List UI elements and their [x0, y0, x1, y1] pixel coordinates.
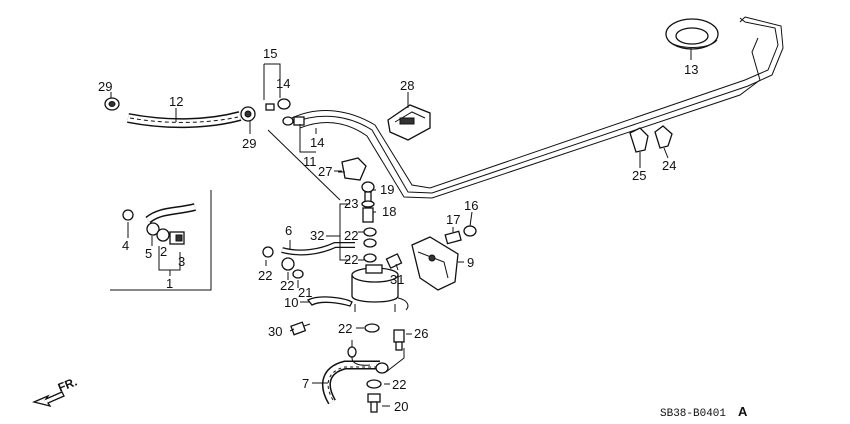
drawing-code-suffix: A — [738, 404, 748, 419]
callout-16: 16 — [464, 198, 478, 213]
callout-31: 31 — [390, 272, 404, 287]
drawing-code: SB38-B0401 — [660, 408, 726, 420]
callout-18: 18 — [382, 204, 396, 219]
callout-32: 32 — [310, 228, 324, 243]
callout-19: 19 — [380, 182, 394, 197]
callout-22: 22 — [338, 321, 352, 336]
callout-22: 22 — [344, 228, 358, 243]
callout-25: 25 — [632, 168, 646, 183]
callout-labels: 29 12 29 15 14 14 11 13 28 25 24 27 19 1… — [56, 46, 748, 420]
clip-25 — [629, 127, 649, 168]
inset-filter-connection — [110, 190, 212, 291]
hose-clamp-29-right — [240, 106, 256, 122]
callout-22: 22 — [258, 268, 272, 283]
front-direction-arrow — [31, 391, 65, 408]
callout-2: 2 — [160, 244, 167, 259]
leader-diagonal — [267, 129, 341, 201]
callout-10: 10 — [284, 295, 298, 310]
callout-15: 15 — [263, 46, 277, 61]
leader-lines — [110, 48, 692, 407]
hose-clamp-29-left — [104, 97, 120, 111]
callout-12: 12 — [169, 94, 183, 109]
callout-1: 1 — [166, 276, 173, 291]
callout-27: 27 — [318, 164, 332, 179]
clip-28 — [387, 104, 431, 141]
callout-4: 4 — [122, 238, 129, 253]
callout-28: 28 — [400, 78, 414, 93]
callout-11: 11 — [303, 154, 317, 169]
fuel-hose-12 — [127, 111, 242, 129]
callout-7: 7 — [302, 376, 309, 391]
seal-washer-14-upper — [265, 98, 291, 111]
callout-23: 23 — [344, 196, 358, 211]
callout-13: 13 — [684, 62, 698, 77]
clip-24 — [654, 125, 673, 159]
fuel-filter-assembly — [262, 181, 477, 312]
front-direction-label: FR. — [56, 375, 79, 395]
callout-29: 29 — [98, 79, 112, 94]
fuel-hose-7 — [290, 321, 405, 413]
callout-24: 24 — [662, 158, 676, 173]
callout-22: 22 — [280, 278, 294, 293]
fuel-feed-pipes — [291, 16, 784, 199]
callout-30: 30 — [268, 324, 282, 339]
clip-27 — [338, 157, 367, 181]
callout-3: 3 — [178, 254, 185, 269]
callout-21: 21 — [298, 285, 312, 300]
callout-22: 22 — [392, 377, 406, 392]
callout-14: 14 — [276, 76, 290, 91]
callout-14: 14 — [310, 135, 324, 150]
callout-29: 29 — [242, 136, 256, 151]
callout-9: 9 — [467, 255, 474, 270]
callout-17: 17 — [446, 212, 460, 227]
callout-22: 22 — [344, 252, 358, 267]
callout-26: 26 — [414, 326, 428, 341]
grommet-13 — [665, 18, 719, 50]
callout-20: 20 — [394, 399, 408, 414]
callout-5: 5 — [145, 246, 152, 261]
seal-washer-14-lower — [282, 116, 305, 126]
callout-6: 6 — [285, 223, 292, 238]
